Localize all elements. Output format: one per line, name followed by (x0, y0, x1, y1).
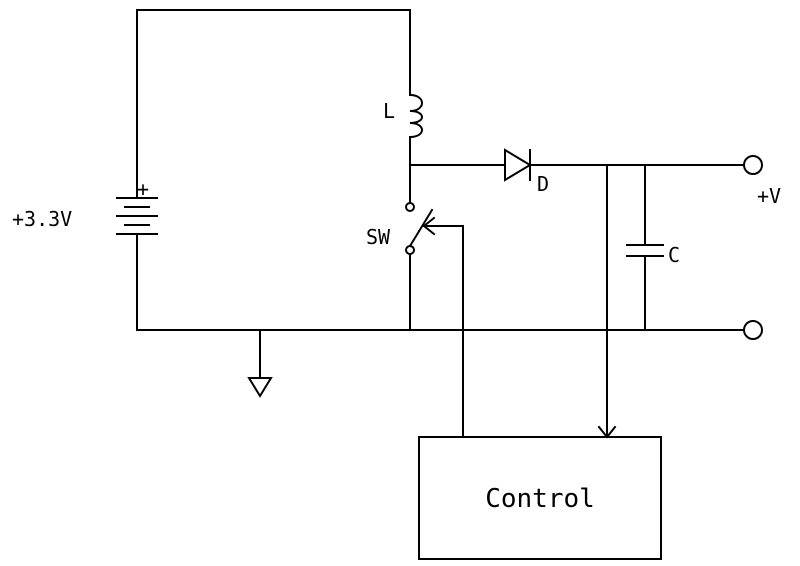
ground-symbol (247, 329, 273, 398)
battery-voltage-label: +3.3V (12, 207, 72, 231)
inductor-label: L (383, 99, 395, 123)
diode (504, 148, 744, 182)
battery-plus-sign: + (137, 177, 149, 201)
feedback-arrow (597, 164, 617, 439)
output-voltage-label: +V (757, 184, 781, 208)
diode-label: D (537, 172, 549, 196)
inductor (408, 93, 423, 166)
switch-label: SW (366, 225, 391, 249)
switch (405, 202, 434, 331)
control-block (418, 436, 662, 560)
capacitor-label: C (668, 243, 680, 267)
capacitor (626, 164, 664, 331)
control-label: Control (485, 484, 595, 514)
top-wire (136, 9, 411, 195)
switch-control-arrow (422, 216, 464, 438)
output-positive-terminal (743, 155, 763, 175)
output-negative-terminal (743, 320, 763, 340)
battery (116, 193, 158, 331)
